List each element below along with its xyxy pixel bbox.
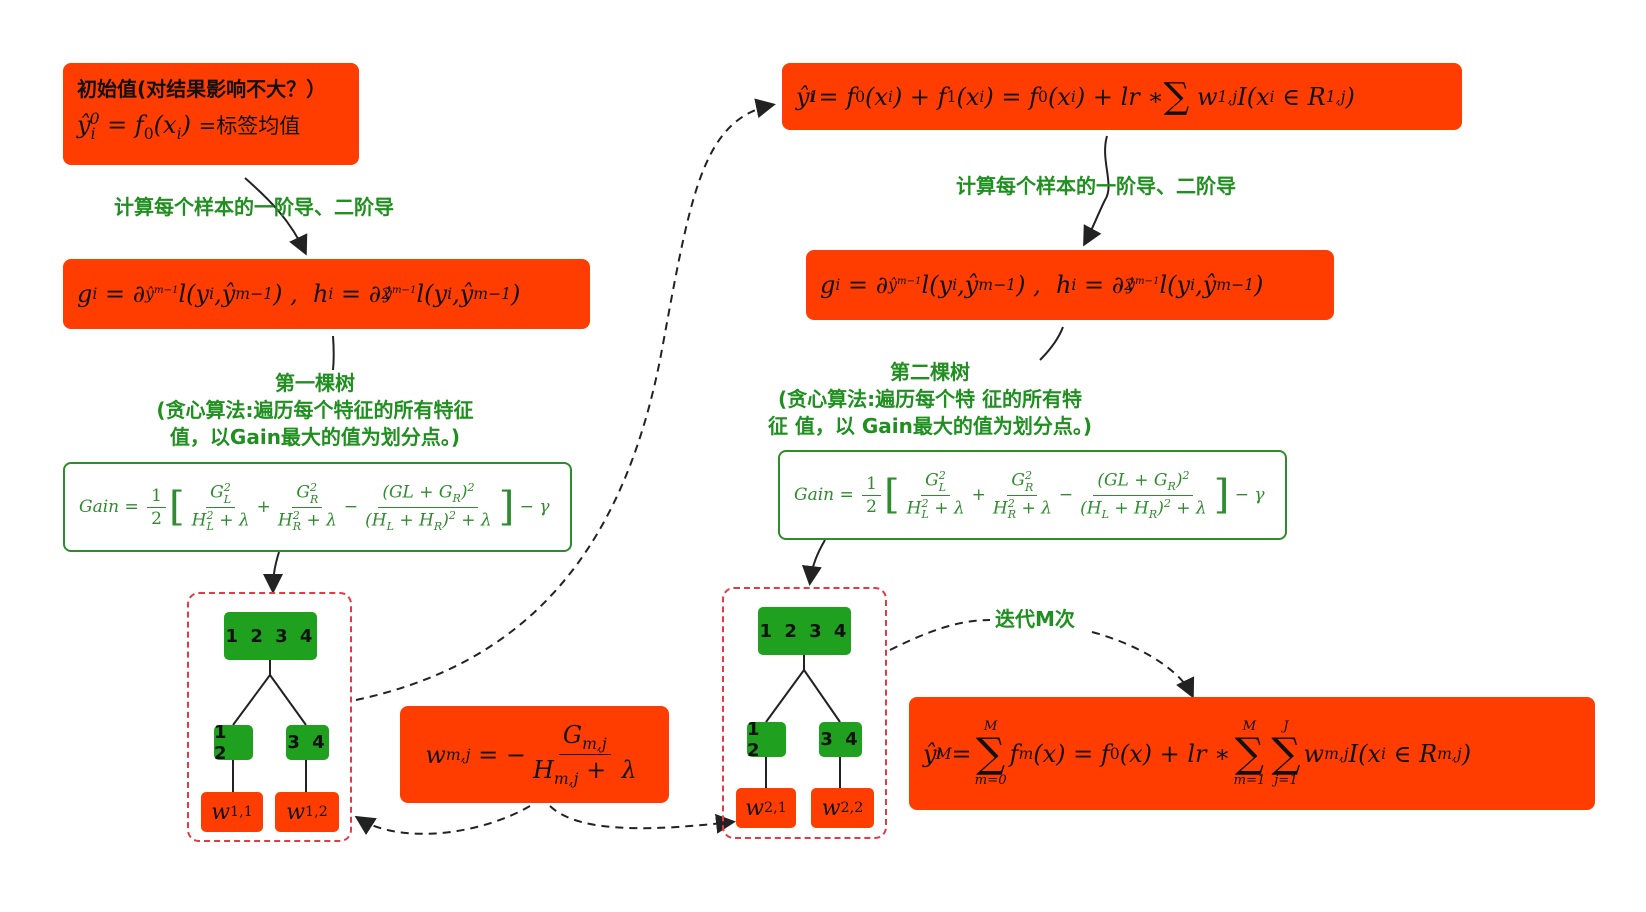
label-first-tree-line3: 值，以Gain最大的值为划分点。): [169, 425, 461, 449]
gain-label-left: Gain: [79, 497, 120, 517]
gain-label-right: Gain: [794, 485, 835, 505]
arrow-gain-to-tree1: [263, 551, 284, 594]
tree1-leaf-left-subscript: 1,1: [230, 804, 253, 820]
label-derivative-right: 计算每个样本的一阶导、二阶导: [956, 174, 1236, 198]
label-first-tree-line2: (贪心算法:遍历每个特征的所有特征: [156, 398, 474, 422]
arrow-weight-to-tree2: [549, 805, 736, 834]
tree1-frame: [187, 592, 352, 842]
arrow-init-to-derivative: [244, 177, 308, 256]
label-second-tree-line3: 征 值，以 Gain最大的值为划分点。): [767, 414, 1093, 438]
tree2-leaf-left-subscript: 2,1: [764, 800, 787, 816]
arrow-derivative2-to-label: [1039, 326, 1064, 361]
arrow-weight-to-tree1: [354, 805, 531, 836]
tree2-leaf-right-symbol: w: [821, 795, 841, 821]
arrow-tree1-to-iter2: [355, 98, 776, 701]
tree1-edges: [232, 660, 307, 792]
tree1-leaf-right-symbol: w: [286, 799, 306, 825]
arrow-derivative-to-gain: [332, 335, 335, 371]
tree1-left-node: 1 2: [214, 722, 253, 764]
label-second-tree-line1: 第二棵树: [890, 360, 970, 384]
arrow-iterate-to-final: [1091, 631, 1195, 699]
tree2-leaf-right-subscript: 2,2: [840, 800, 864, 816]
init-value-box: 初始值(对结果影响不大？） ŷi0 = f0(xi) =标签均值: [63, 63, 359, 165]
tree2-right-node: 3 4: [819, 722, 862, 757]
init-formula-text: =标签均值: [198, 114, 301, 138]
tree2-left-node: 1 2: [747, 719, 786, 761]
label-derivative-left: 计算每个样本的一阶导、二阶导: [114, 195, 394, 219]
tree2-edges: [765, 655, 841, 788]
tree1-right-node: 3 4: [286, 725, 329, 760]
tree2-root-node: 1 2 3 4: [758, 607, 851, 655]
label-second-tree-line2: (贪心算法:遍历每个特 征的所有特: [777, 387, 1083, 411]
arrow-gain2-to-tree2: [801, 539, 826, 586]
label-iterate: 迭代M次: [995, 607, 1075, 631]
arrow-tree2-to-final: [889, 619, 991, 651]
label-first-tree: 第一棵树 (贪心算法:遍历每个特征的所有特征 值，以Gain最大的值为划分点。): [140, 370, 490, 451]
tree2-leaf-left-symbol: w: [745, 795, 765, 821]
tree1-root-node: 1 2 3 4: [224, 612, 317, 660]
label-first-tree-line1: 第一棵树: [275, 371, 355, 395]
init-title: 初始值(对结果影响不大？）: [77, 77, 327, 101]
init-formula: ŷi0 = f0(xi) =标签均值: [77, 110, 301, 143]
label-second-tree: 第二棵树 (贪心算法:遍历每个特 征的所有特 征 值，以 Gain最大的值为划分…: [740, 359, 1120, 440]
arrow-y1-to-derivative: [1083, 135, 1110, 247]
tree2-frame: [722, 587, 887, 839]
tree1-leaf-left-symbol: w: [211, 799, 231, 825]
tree1-leaf-right-subscript: 1,2: [305, 804, 328, 820]
